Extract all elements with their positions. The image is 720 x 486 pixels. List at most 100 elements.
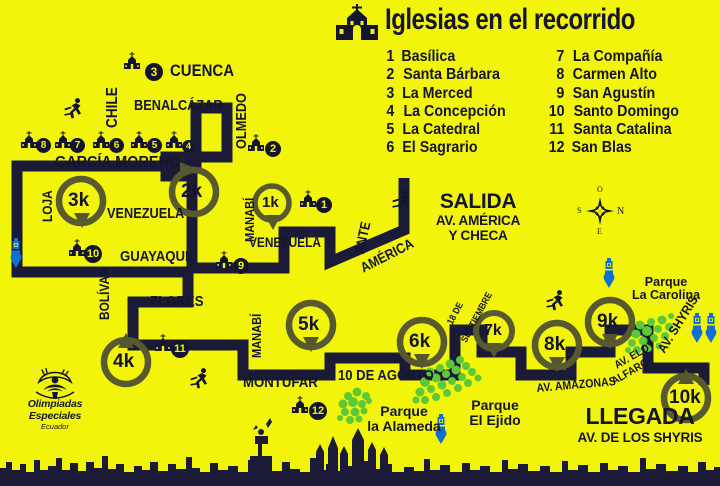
church-marker-4[interactable]: 4 (182, 140, 195, 153)
church-marker-10[interactable]: 10 (84, 245, 102, 263)
page-title: Iglesias en el recorrido (385, 3, 635, 36)
legend-item: 6 El Sagrario (378, 139, 510, 157)
legend-number: 5 (386, 121, 395, 139)
km-marker-1k: 1k (262, 194, 279, 211)
km-marker-2k: 2k (181, 181, 203, 202)
park-ejido-line2: El Ejido (469, 411, 521, 428)
park-carolina-foliage (625, 313, 674, 354)
legend-label: Santa Bárbara (403, 66, 500, 84)
park-ejido-line1: Parque (471, 397, 519, 413)
compass-label-south-e: E (597, 227, 602, 236)
legend-number: 2 (386, 66, 395, 84)
legend-label: Santo Domingo (573, 102, 680, 120)
park-alameda-line2: la Alameda (367, 417, 441, 434)
start-title: SALIDA (439, 190, 517, 213)
km-marker-3k: 3k (68, 190, 90, 211)
legend-item: 9 San Agustín (548, 85, 684, 103)
street-label-chile: CHILE (104, 87, 121, 128)
legend-label: San Agustín (572, 84, 656, 102)
street-label-manabi-1: MANABÍ (242, 197, 257, 242)
park-carolina-line1: Parque (644, 275, 688, 289)
special-olympics-logo-text: Olimpiadas Especiales Ecuador (15, 398, 95, 431)
header: Iglesias en el recorrido (333, 2, 718, 46)
street-label-10-de-agosto: 10 DE AGOSTO (338, 368, 434, 384)
church-marker-8[interactable]: 8 (36, 138, 51, 153)
legend-number: 9 (556, 84, 565, 102)
compass-label-east-n: N (617, 206, 625, 217)
finish-title: LLEGADA (585, 403, 695, 429)
street-label-olmedo: OLMEDO (233, 93, 250, 149)
legend-label: Basílica (401, 48, 456, 65)
start-line-1: AV. AMÉRICA (435, 213, 521, 228)
compass-rose (586, 197, 614, 225)
legend-item: 2 Santa Bárbara (378, 66, 510, 84)
finish-label: LLEGADA AV. DE LOS SHYRIS (560, 403, 720, 445)
street-label-venezuela-2: VENEZUELA (249, 235, 321, 250)
km-marker-10k: 10k (669, 387, 701, 408)
finish-line-1: AV. DE LOS SHYRIS (577, 430, 703, 445)
park-ejido-foliage (412, 356, 482, 404)
street-label-guayaquil: GUAYAQUIL (120, 248, 197, 265)
km-markers (55, 166, 712, 424)
legend-label: El Sagrario (402, 139, 478, 157)
legend-label: San Blas (571, 139, 633, 157)
street-label-bolivar: BOLÍVAR (96, 267, 112, 320)
street-label-cuenca: CUENCA (170, 61, 235, 80)
church-marker-3[interactable]: 3 (145, 63, 163, 81)
logo-line-2: Especiales (28, 410, 82, 422)
km-marker-5k: 5k (298, 314, 320, 335)
legend-label: Carmen Alto (572, 66, 657, 84)
park-label-alameda: Parque la Alameda (358, 404, 450, 433)
special-olympics-logo-icon (35, 367, 75, 400)
km-marker-9k: 9k (597, 311, 619, 332)
street-label-benalcazar: BENALCÁZAR (134, 98, 223, 114)
start-label: SALIDA AV. AMÉRICA Y CHECA (418, 190, 538, 243)
park-alameda-foliage (337, 387, 372, 424)
church-marker-12[interactable]: 12 (309, 402, 327, 420)
legend-item: 8 Carmen Alto (548, 66, 684, 84)
logo-line-1: Olimpiadas (27, 398, 83, 410)
km-marker-8k: 8k (544, 334, 566, 355)
legend-number: 3 (386, 84, 395, 102)
city-skyline (0, 418, 720, 486)
street-label-manabi-2: MANABÍ (249, 313, 264, 358)
church-marker-1[interactable]: 1 (316, 197, 332, 213)
church-marker-2[interactable]: 2 (265, 141, 281, 157)
church-marker-5[interactable]: 5 (147, 138, 162, 153)
legend-number: 6 (386, 139, 395, 157)
legend-label: Santa Catalina (573, 121, 672, 139)
church-marker-11[interactable]: 11 (171, 340, 189, 358)
legend-number: 10 (548, 102, 565, 120)
street-label-flores: FLORES (150, 293, 204, 310)
legend-number: 8 (556, 66, 565, 84)
logo-line-3: Ecuador (41, 422, 69, 431)
church-marker-7[interactable]: 7 (70, 138, 85, 153)
legend-number: 7 (556, 48, 565, 65)
legend-label: La Catedral (402, 121, 481, 139)
legend-label: La Concepción (403, 102, 506, 120)
compass-label-north-o: O (597, 185, 603, 194)
legend-item: 10 Santo Domingo (548, 103, 684, 121)
km-marker-6k: 6k (409, 331, 431, 352)
compass-label-west-s: S (577, 206, 582, 215)
km-marker-4k: 4k (113, 351, 135, 372)
church-marker-6[interactable]: 6 (109, 138, 124, 153)
park-label-carolina: Parque La Carolina (618, 275, 714, 302)
street-label-venezuela-1: VENEZUELA (107, 206, 185, 222)
legend-number: 4 (386, 102, 395, 120)
street-label-loja: LOJA (39, 190, 55, 222)
km-marker-7k: 7k (484, 322, 502, 339)
street-label-garcia-moreno: GARCÍA MORENO (55, 154, 181, 171)
start-line-2: Y CHECA (448, 227, 508, 243)
church-marker-9[interactable]: 9 (233, 258, 249, 274)
